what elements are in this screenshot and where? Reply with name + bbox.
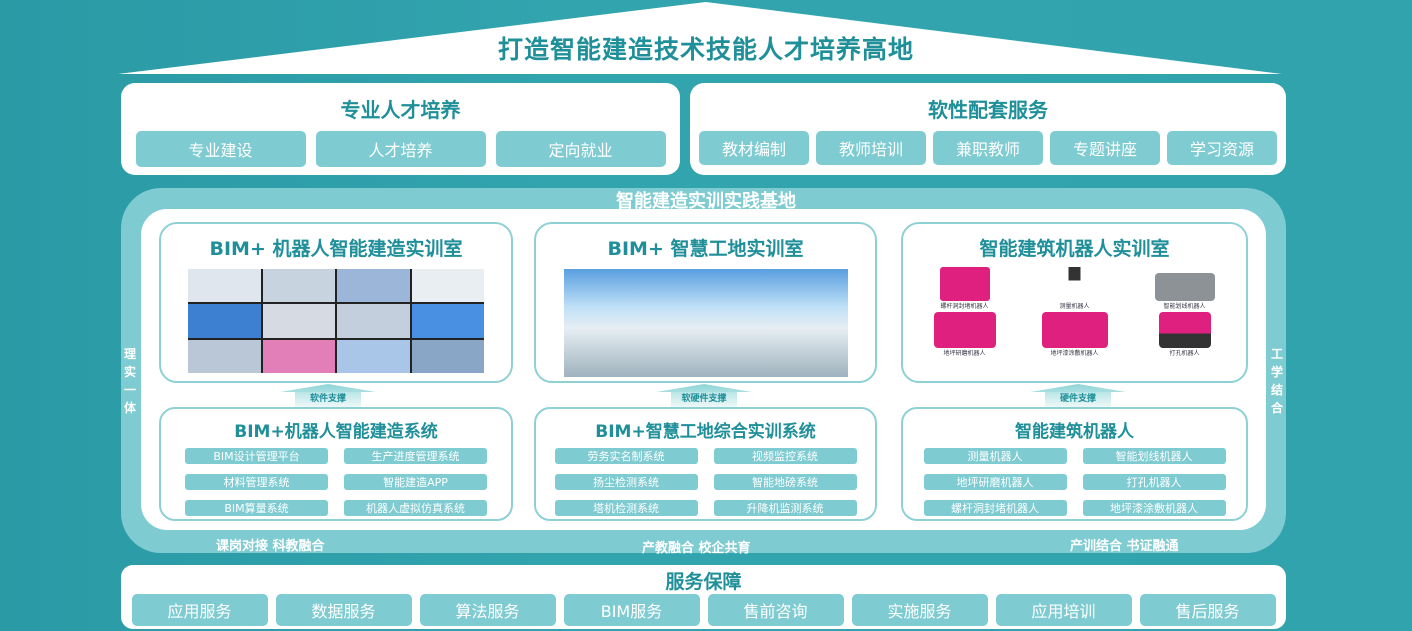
robot-image [939,267,990,301]
system-item[interactable]: BIM算量系统 [185,500,328,516]
lab-smart-site: BIM+ 智慧工地实训室 [534,222,877,383]
footer-slogan: 课岗对接 科教融合 [216,539,325,554]
robot-item: 打孔机器人 [1135,312,1235,357]
robot-image [1158,312,1211,348]
system-item[interactable]: 材料管理系统 [185,474,328,490]
robot-image [1041,312,1108,348]
lab-title: BIM+ 智慧工地实训室 [607,238,804,260]
system-item[interactable]: 扬尘检测系统 [554,474,698,490]
system-item[interactable]: 视频监控系统 [713,448,857,464]
service-item[interactable]: 售后服务 [1139,594,1276,626]
system-title: 智能建筑机器人 [1015,422,1134,442]
system-title: BIM+智慧工地综合实训系统 [595,422,816,442]
service-item[interactable]: 应用服务 [131,594,268,626]
system-title: BIM+机器人智能建造系统 [234,422,438,442]
soft-item[interactable]: 教师培训 [816,131,926,165]
system-item[interactable]: 打孔机器人 [1082,474,1226,490]
robot-caption: 智能划线机器人 [1163,303,1206,310]
side-char: 合 [1270,401,1283,415]
base-heading: 智能建造实训实践基地 [616,191,796,212]
service-item[interactable]: 算法服务 [419,594,556,626]
arrow-tip-icon [656,384,752,392]
talent-card: 专业人才培养 专业建设 人才培养 定向就业 [121,83,680,175]
robot-caption: 测量机器人 [1059,303,1090,310]
soft-heading: 软性配套服务 [928,98,1048,122]
system-item[interactable]: 智能地磅系统 [713,474,857,490]
robot-caption: 地坪研磨机器人 [943,350,986,357]
robot-item: 智能划线机器人 [1135,267,1235,310]
robot-image [1154,273,1215,301]
system-item[interactable]: 劳务实名制系统 [554,448,698,464]
robot-item: 螺杆洞封堵机器人 [915,267,1015,310]
soft-service-card: 软性配套服务 教材编制 教师培训 兼职教师 专题讲座 学习资源 [690,83,1286,175]
soft-item[interactable]: 教材编制 [699,131,809,165]
soft-item[interactable]: 学习资源 [1167,131,1277,165]
service-item[interactable]: BIM服务 [563,594,700,626]
robot-caption: 螺杆洞封堵机器人 [940,303,989,310]
talent-item[interactable]: 人才培养 [315,131,486,167]
system-item[interactable]: 地坪漆涂敷机器人 [1082,500,1226,516]
bim-screens-image [188,269,484,373]
side-char: 实 [123,365,136,379]
side-char: 理 [123,347,136,361]
support-arrow: 软件支撑 [280,384,376,407]
service-item[interactable]: 实施服务 [851,594,988,626]
talent-heading: 专业人才培养 [340,98,461,122]
robot-item: 地坪研磨机器人 [915,312,1015,357]
service-item[interactable]: 应用培训 [995,594,1132,626]
system-item[interactable]: 智能建造APP [344,474,487,490]
support-arrow: 硬件支撑 [1030,384,1126,407]
arrow-label: 软件支撑 [295,392,361,407]
soft-item[interactable]: 专题讲座 [1050,131,1160,165]
side-char: 工 [1270,347,1283,361]
robot-item: 测量机器人 [1025,267,1125,310]
system-item[interactable]: 升降机监测系统 [713,500,857,516]
talent-item[interactable]: 定向就业 [495,131,666,167]
lab-bim-robot: BIM+ 机器人智能建造实训室 [159,222,513,383]
arrow-tip-icon [280,384,376,392]
soft-item[interactable]: 兼职教师 [933,131,1043,165]
robot-gallery: 螺杆洞封堵机器人 测量机器人 智能划线机器人 地坪研磨机器人 地坪漆涂敷机器人 … [903,267,1246,357]
system-item[interactable]: 生产进度管理系统 [344,448,487,464]
lab-robots: 智能建筑机器人实训室 螺杆洞封堵机器人 测量机器人 智能划线机器人 地坪研磨机器… [901,222,1248,383]
system-smart-site: BIM+智慧工地综合实训系统 劳务实名制系统视频监控系统 扬尘检测系统智能地磅系… [534,407,877,521]
system-robots: 智能建筑机器人 测量机器人智能划线机器人 地坪研磨机器人打孔机器人 螺杆洞封堵机… [901,407,1248,521]
system-bim-robot: BIM+机器人智能建造系统 BIM设计管理平台生产进度管理系统 材料管理系统智能… [159,407,513,521]
robot-image [1059,267,1090,301]
system-item[interactable]: 地坪研磨机器人 [923,474,1067,490]
smart-site-room-image [563,269,848,377]
robot-caption: 地坪漆涂敷机器人 [1050,350,1099,357]
system-item[interactable]: 螺杆洞封堵机器人 [923,500,1067,516]
lab-title: BIM+ 机器人智能建造实训室 [209,238,463,260]
support-arrow: 软硬件支撑 [656,384,752,407]
robot-item: 地坪漆涂敷机器人 [1025,312,1125,357]
side-char: 体 [123,401,136,415]
side-char: 一 [123,383,136,397]
lab-title: 智能建筑机器人实训室 [979,238,1170,260]
services-card: 服务保障 应用服务 数据服务 算法服务 BIM服务 售前咨询 实施服务 应用培训… [121,565,1286,629]
services-heading: 服务保障 [665,571,742,593]
talent-item[interactable]: 专业建设 [135,131,306,167]
service-item[interactable]: 售前咨询 [707,594,844,626]
footer-slogan: 产训结合 书证融通 [1070,539,1179,554]
side-label-left: 理实一体 [123,345,137,417]
robot-image [933,312,996,348]
side-char: 学 [1270,365,1283,379]
arrow-label: 软硬件支撑 [671,392,737,407]
robot-caption: 打孔机器人 [1169,350,1200,357]
side-label-right: 工学结合 [1270,345,1284,417]
service-item[interactable]: 数据服务 [275,594,412,626]
system-item[interactable]: 塔机检测系统 [554,500,698,516]
system-item[interactable]: 智能划线机器人 [1082,448,1226,464]
system-item[interactable]: 机器人虚拟仿真系统 [344,500,487,516]
arrow-tip-icon [1030,384,1126,392]
arrow-label: 硬件支撑 [1045,392,1111,407]
system-item[interactable]: 测量机器人 [923,448,1067,464]
system-item[interactable]: BIM设计管理平台 [185,448,328,464]
side-char: 结 [1270,383,1283,397]
footer-slogan: 产教融合 校企共育 [642,541,751,556]
main-title: 打造智能建造技术技能人才培养高地 [497,35,914,64]
